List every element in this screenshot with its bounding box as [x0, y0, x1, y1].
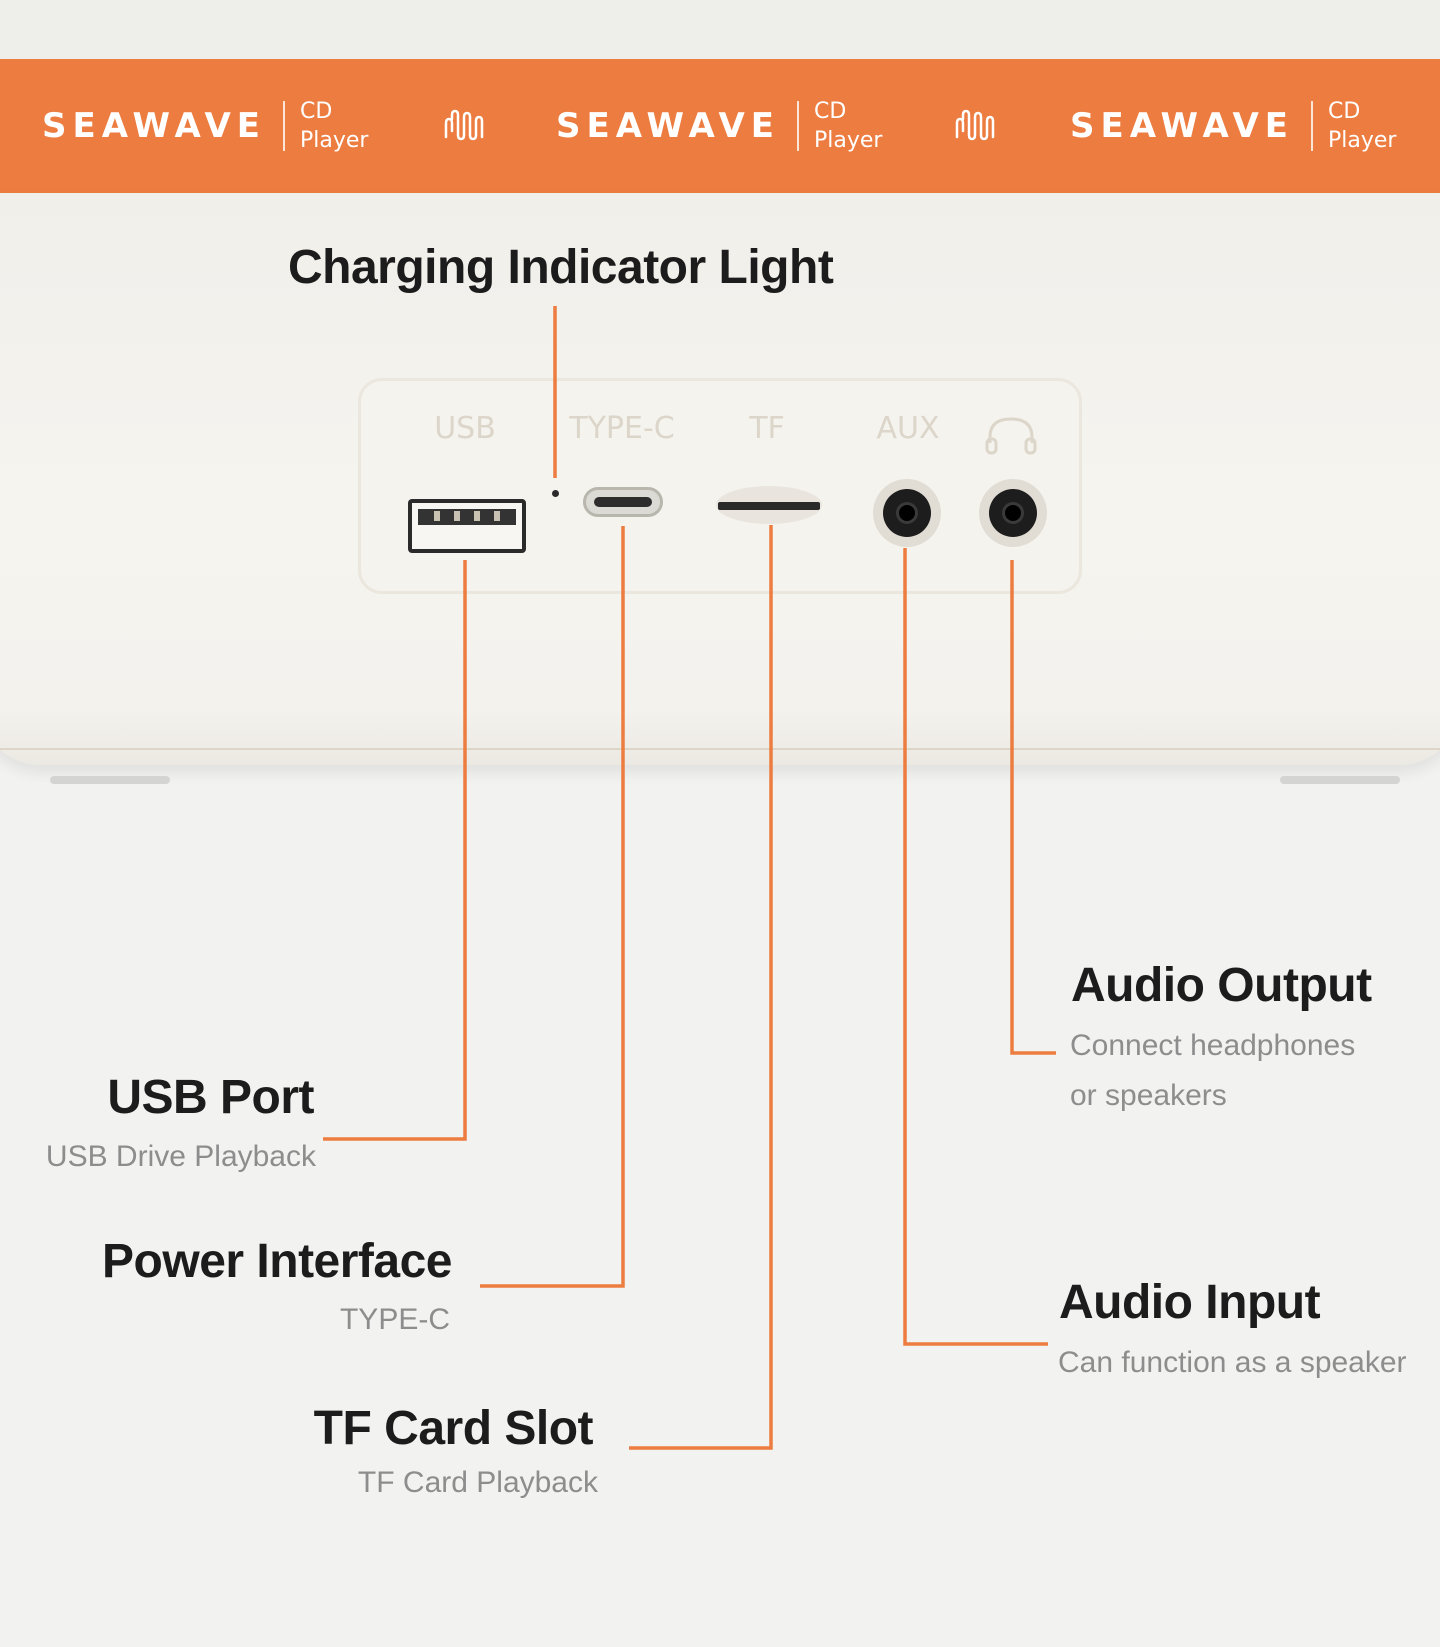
power-interface-desc: TYPE-C	[339, 1303, 450, 1336]
port-label-tf: TF	[749, 411, 785, 446]
audio-output-title: Audio Output	[1071, 959, 1372, 1012]
port-label-aux: AUX	[876, 411, 940, 446]
brand-name: SEAWAVE	[556, 106, 781, 146]
device-foot	[50, 776, 170, 784]
audio-input-title: Audio Input	[1059, 1276, 1321, 1329]
type-c-port[interactable]	[583, 487, 663, 517]
charging-indicator-light	[552, 490, 559, 497]
brand-divider	[1311, 101, 1313, 151]
sound-wave-icon	[955, 109, 995, 141]
tf-card-slot-title: TF Card Slot	[313, 1402, 594, 1455]
sound-wave-icon	[444, 109, 484, 141]
brand-name: SEAWAVE	[1070, 106, 1295, 146]
tf-card-slot-desc: TF Card Playback	[357, 1466, 598, 1499]
headphones-icon	[985, 417, 1037, 455]
brand-divider	[797, 101, 799, 151]
usb-port[interactable]	[408, 499, 526, 553]
tf-card-slot[interactable]	[716, 486, 822, 524]
aux-jack[interactable]	[873, 479, 941, 547]
power-interface-title: Power Interface	[102, 1235, 452, 1288]
audio-output-desc-line2: or speakers	[1070, 1079, 1227, 1112]
port-label-usb: USB	[434, 411, 496, 446]
headphone-jack[interactable]	[979, 479, 1047, 547]
audio-output-desc-line1: Connect headphones	[1070, 1029, 1356, 1062]
brand-name: SEAWAVE	[42, 106, 267, 146]
charging-indicator-title: Charging Indicator Light	[288, 241, 834, 294]
brand-divider	[283, 101, 285, 151]
device-foot	[1280, 776, 1400, 784]
usb-port-desc: USB Drive Playback	[45, 1140, 316, 1173]
port-label-typec: TYPE-C	[569, 411, 675, 446]
audio-input-desc: Can function as a speaker	[1058, 1346, 1407, 1379]
device-seam	[0, 748, 1440, 750]
top-strip	[0, 0, 1440, 59]
usb-port-title: USB Port	[107, 1071, 314, 1124]
